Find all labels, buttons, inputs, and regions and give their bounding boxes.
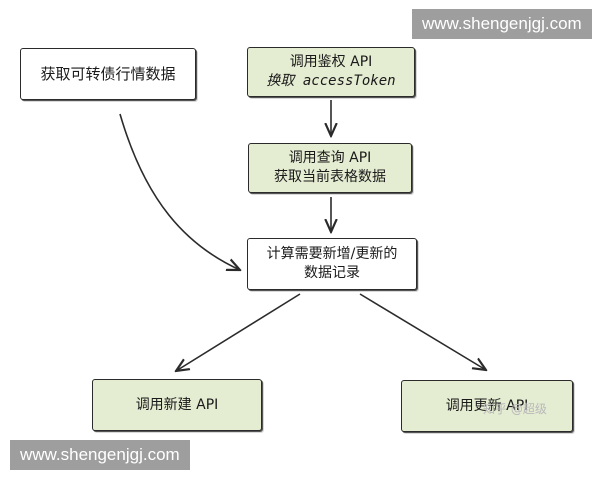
node-auth-api-line1: 调用鉴权 API (289, 54, 373, 71)
node-update-api: 调用更新 API (401, 380, 573, 432)
arrow-compute-to-update (359, 293, 486, 370)
node-query-api: 调用查询 API 获取当前表格数据 (248, 143, 412, 193)
node-update-api-label: 调用更新 API (445, 397, 529, 414)
arrow-fetch-to-compute (119, 113, 240, 270)
node-fetch-bond-quote: 获取可转债行情数据 (20, 48, 196, 100)
watermark-bottom: www.shengenjgj.com (10, 440, 190, 470)
node-create-api: 调用新建 API (92, 379, 262, 431)
node-compute-changes-line2: 数据记录 (304, 265, 360, 281)
node-fetch-bond-quote-label: 获取可转债行情数据 (40, 64, 176, 83)
node-query-api-line1: 调用查询 API (288, 150, 372, 167)
corner-attribution: 知乎 @超级 (483, 402, 547, 416)
node-auth-api: 调用鉴权 API 换取 accessToken (247, 47, 415, 97)
node-auth-api-line2: 换取 accessToken (266, 73, 396, 89)
node-query-api-line2: 获取当前表格数据 (274, 169, 386, 185)
node-create-api-label: 调用新建 API (135, 396, 219, 413)
watermark-top: www.shengenjgj.com (412, 9, 592, 39)
node-compute-changes-line1: 计算需要新增/更新的 (266, 246, 398, 263)
arrow-compute-to-create (176, 293, 301, 371)
node-compute-changes: 计算需要新增/更新的 数据记录 (247, 238, 417, 290)
